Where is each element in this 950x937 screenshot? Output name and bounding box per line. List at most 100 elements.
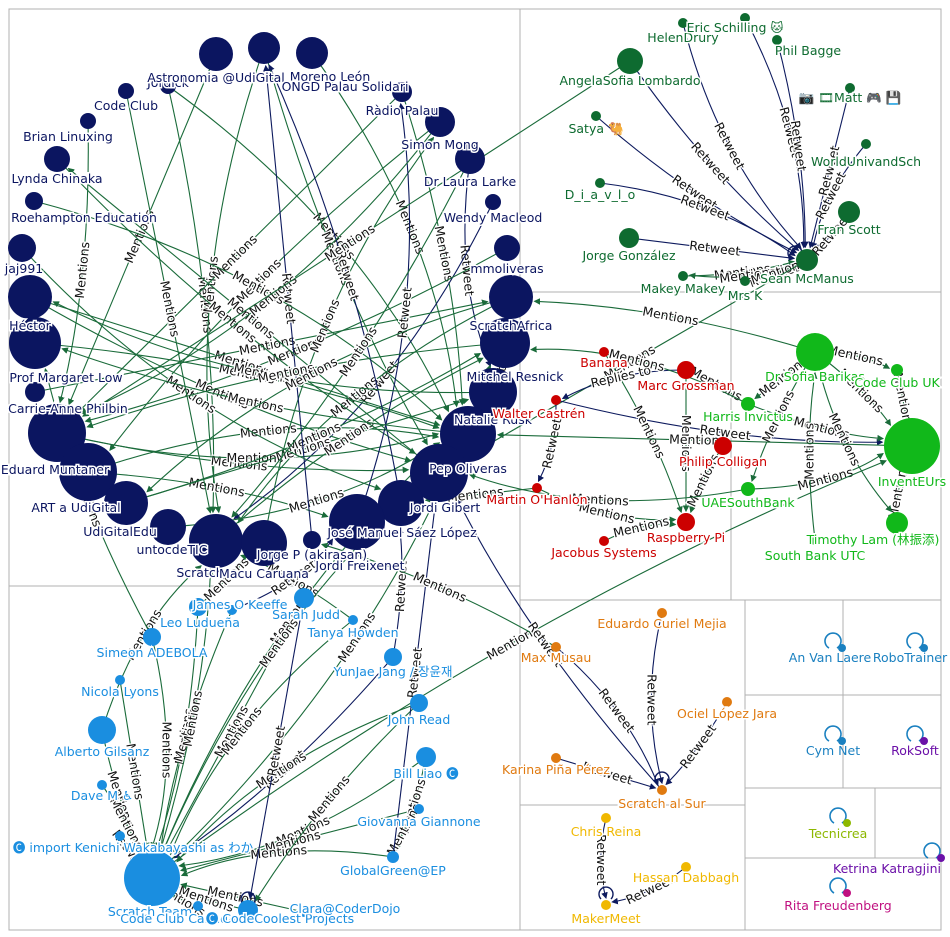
- node-h-ctor[interactable]: [8, 275, 52, 319]
- node-marc-grossman[interactable]: [677, 361, 695, 379]
- node-yunjae-jang[interactable]: [384, 648, 402, 666]
- node-makey-makey[interactable]: [678, 271, 688, 281]
- node-tecnicrea[interactable]: [843, 819, 851, 827]
- node-codecoolest-projects[interactable]: [238, 900, 258, 920]
- node-mitchel-resnick[interactable]: [480, 318, 530, 368]
- node-import-kenichi-wakabayashi-as[interactable]: [115, 831, 125, 841]
- edge-mentions: [321, 542, 557, 648]
- node-makermeet[interactable]: [601, 900, 611, 910]
- node-roehampton-education[interactable]: [25, 192, 43, 210]
- node-harris-invictus[interactable]: [741, 397, 755, 411]
- node-pep-oliveras[interactable]: [440, 406, 496, 462]
- node-jordi-freixenet[interactable]: [329, 494, 385, 550]
- node-dave-m[interactable]: [97, 780, 107, 790]
- node-moreno-le-n[interactable]: [248, 32, 280, 64]
- node-james-o-keeffe[interactable]: [189, 598, 207, 616]
- node-code-club-uk[interactable]: [891, 364, 903, 376]
- node-phil-bagge[interactable]: [772, 35, 782, 45]
- node-mrs-k[interactable]: [740, 276, 750, 286]
- node-tanya-howden[interactable]: [348, 615, 358, 625]
- node-matt[interactable]: [845, 83, 855, 93]
- node-angelasofia-lombardo[interactable]: [617, 48, 643, 74]
- node-uaesouthbank[interactable]: [741, 482, 755, 496]
- node-satya[interactable]: [591, 111, 601, 121]
- node-brian-linuxing[interactable]: [80, 113, 96, 129]
- node-udigitaledu[interactable]: [104, 481, 148, 525]
- node-rita-freudenberg[interactable]: [843, 889, 851, 897]
- edge-retweet: [268, 64, 402, 504]
- node-nicola-lyons[interactable]: [115, 675, 125, 685]
- node-mmoliveras[interactable]: [494, 235, 520, 261]
- node-label-mitchel-resnick: Mitchel Resnick: [467, 369, 565, 384]
- node-scratch[interactable]: [189, 514, 243, 568]
- edge-retweet: [262, 64, 313, 541]
- node-clara-coderdojo[interactable]: [299, 907, 309, 917]
- node-chris-reina[interactable]: [601, 813, 611, 823]
- node-globalgreen-ep[interactable]: [387, 851, 399, 863]
- node-sarah-judd[interactable]: [294, 588, 314, 608]
- node-art-a-udigital[interactable]: [59, 443, 117, 501]
- node-scratch-al-sur[interactable]: [657, 785, 667, 795]
- node-simon-mong[interactable]: [425, 107, 455, 137]
- node-jos-manuel-s-ez-l-pez[interactable]: [378, 480, 424, 526]
- node-giovanna-giannone[interactable]: [414, 804, 424, 814]
- node-john-read[interactable]: [410, 694, 428, 712]
- node-ociel-l-pez-jara[interactable]: [722, 697, 732, 707]
- node-label-jordi-freixenet: Jordi Freixenet: [314, 558, 404, 573]
- node-lynda-chinaka[interactable]: [44, 146, 70, 172]
- node-jordi-gibert[interactable]: [410, 444, 468, 502]
- edge-label: Mentions: [305, 772, 353, 825]
- node-worldunivandsch[interactable]: [861, 139, 871, 149]
- node-sean-mcmanus[interactable]: [796, 249, 818, 271]
- node-code-club[interactable]: [118, 83, 134, 99]
- node-jorge-p-akirasan[interactable]: [303, 531, 321, 549]
- node-carrie-anne-philbin[interactable]: [25, 382, 45, 402]
- node-eric-schilling[interactable]: [740, 13, 750, 23]
- node-cym-net[interactable]: [838, 737, 846, 745]
- node-jacobus-systems[interactable]: [599, 536, 609, 546]
- node-dr-laura-larke[interactable]: [455, 144, 485, 174]
- node-natalie-rusk[interactable]: [469, 368, 517, 416]
- node-d-i-a-v-l-o[interactable]: [595, 178, 605, 188]
- node-timothy-lam[interactable]: [886, 512, 908, 534]
- node-inventeurs[interactable]: [884, 418, 940, 474]
- node-jordick[interactable]: [160, 78, 176, 94]
- node-banana[interactable]: [599, 347, 609, 357]
- node-robotrainer[interactable]: [920, 644, 928, 652]
- node-martin-o-hanlon[interactable]: [532, 483, 542, 493]
- node-code-club-canada[interactable]: [193, 901, 203, 911]
- node-jaj991[interactable]: [8, 234, 36, 262]
- node-astronomia-udigital[interactable]: [199, 37, 233, 71]
- node-an-van-laere[interactable]: [838, 644, 846, 652]
- node-karina-pi-a-p-rez[interactable]: [551, 753, 561, 763]
- self-loop-roksoft: [906, 725, 924, 742]
- node-label-martin-o-hanlon: Martin O'Hanlon: [486, 492, 587, 507]
- node-scratch-team[interactable]: [124, 850, 180, 906]
- node-scratchafrica[interactable]: [489, 275, 533, 319]
- node-philip-colligan[interactable]: [714, 437, 732, 455]
- node-wendy-macleod[interactable]: [485, 194, 501, 210]
- node-ongd-palau-solidari[interactable]: [296, 37, 328, 69]
- node-bill-liao[interactable]: [416, 747, 436, 767]
- node-r-dio-palau[interactable]: [392, 82, 412, 102]
- node-helendrury[interactable]: [678, 18, 688, 28]
- node-leo-ludue-a[interactable]: [227, 605, 237, 615]
- node-prof-margaret-low[interactable]: [9, 317, 61, 369]
- node-hassan-dabbagh[interactable]: [681, 862, 691, 872]
- node-ketrina-katragjini[interactable]: [937, 854, 945, 862]
- node-eduard-muntaner[interactable]: [28, 404, 86, 462]
- node-eduardo-curiel-mejia[interactable]: [657, 608, 667, 618]
- node-label-uaesouthbank: UAESouthBank: [701, 495, 795, 510]
- node-macu-caruana[interactable]: [241, 520, 287, 566]
- node-roksoft[interactable]: [920, 737, 928, 745]
- node-untocdetic[interactable]: [150, 509, 186, 545]
- node-jorge-gonz-lez[interactable]: [619, 228, 639, 248]
- node-fran-scott[interactable]: [838, 201, 860, 223]
- node-walter-castr-n[interactable]: [551, 395, 561, 405]
- node-simeon-adebola[interactable]: [143, 628, 161, 646]
- node-max-musau[interactable]: [551, 642, 561, 652]
- node-dr-sofia-barikas[interactable]: [796, 333, 834, 371]
- node-south-bank-utc[interactable]: [810, 535, 820, 545]
- node-raspberry-pi[interactable]: [677, 513, 695, 531]
- node-alberto-gilsanz[interactable]: [88, 716, 116, 744]
